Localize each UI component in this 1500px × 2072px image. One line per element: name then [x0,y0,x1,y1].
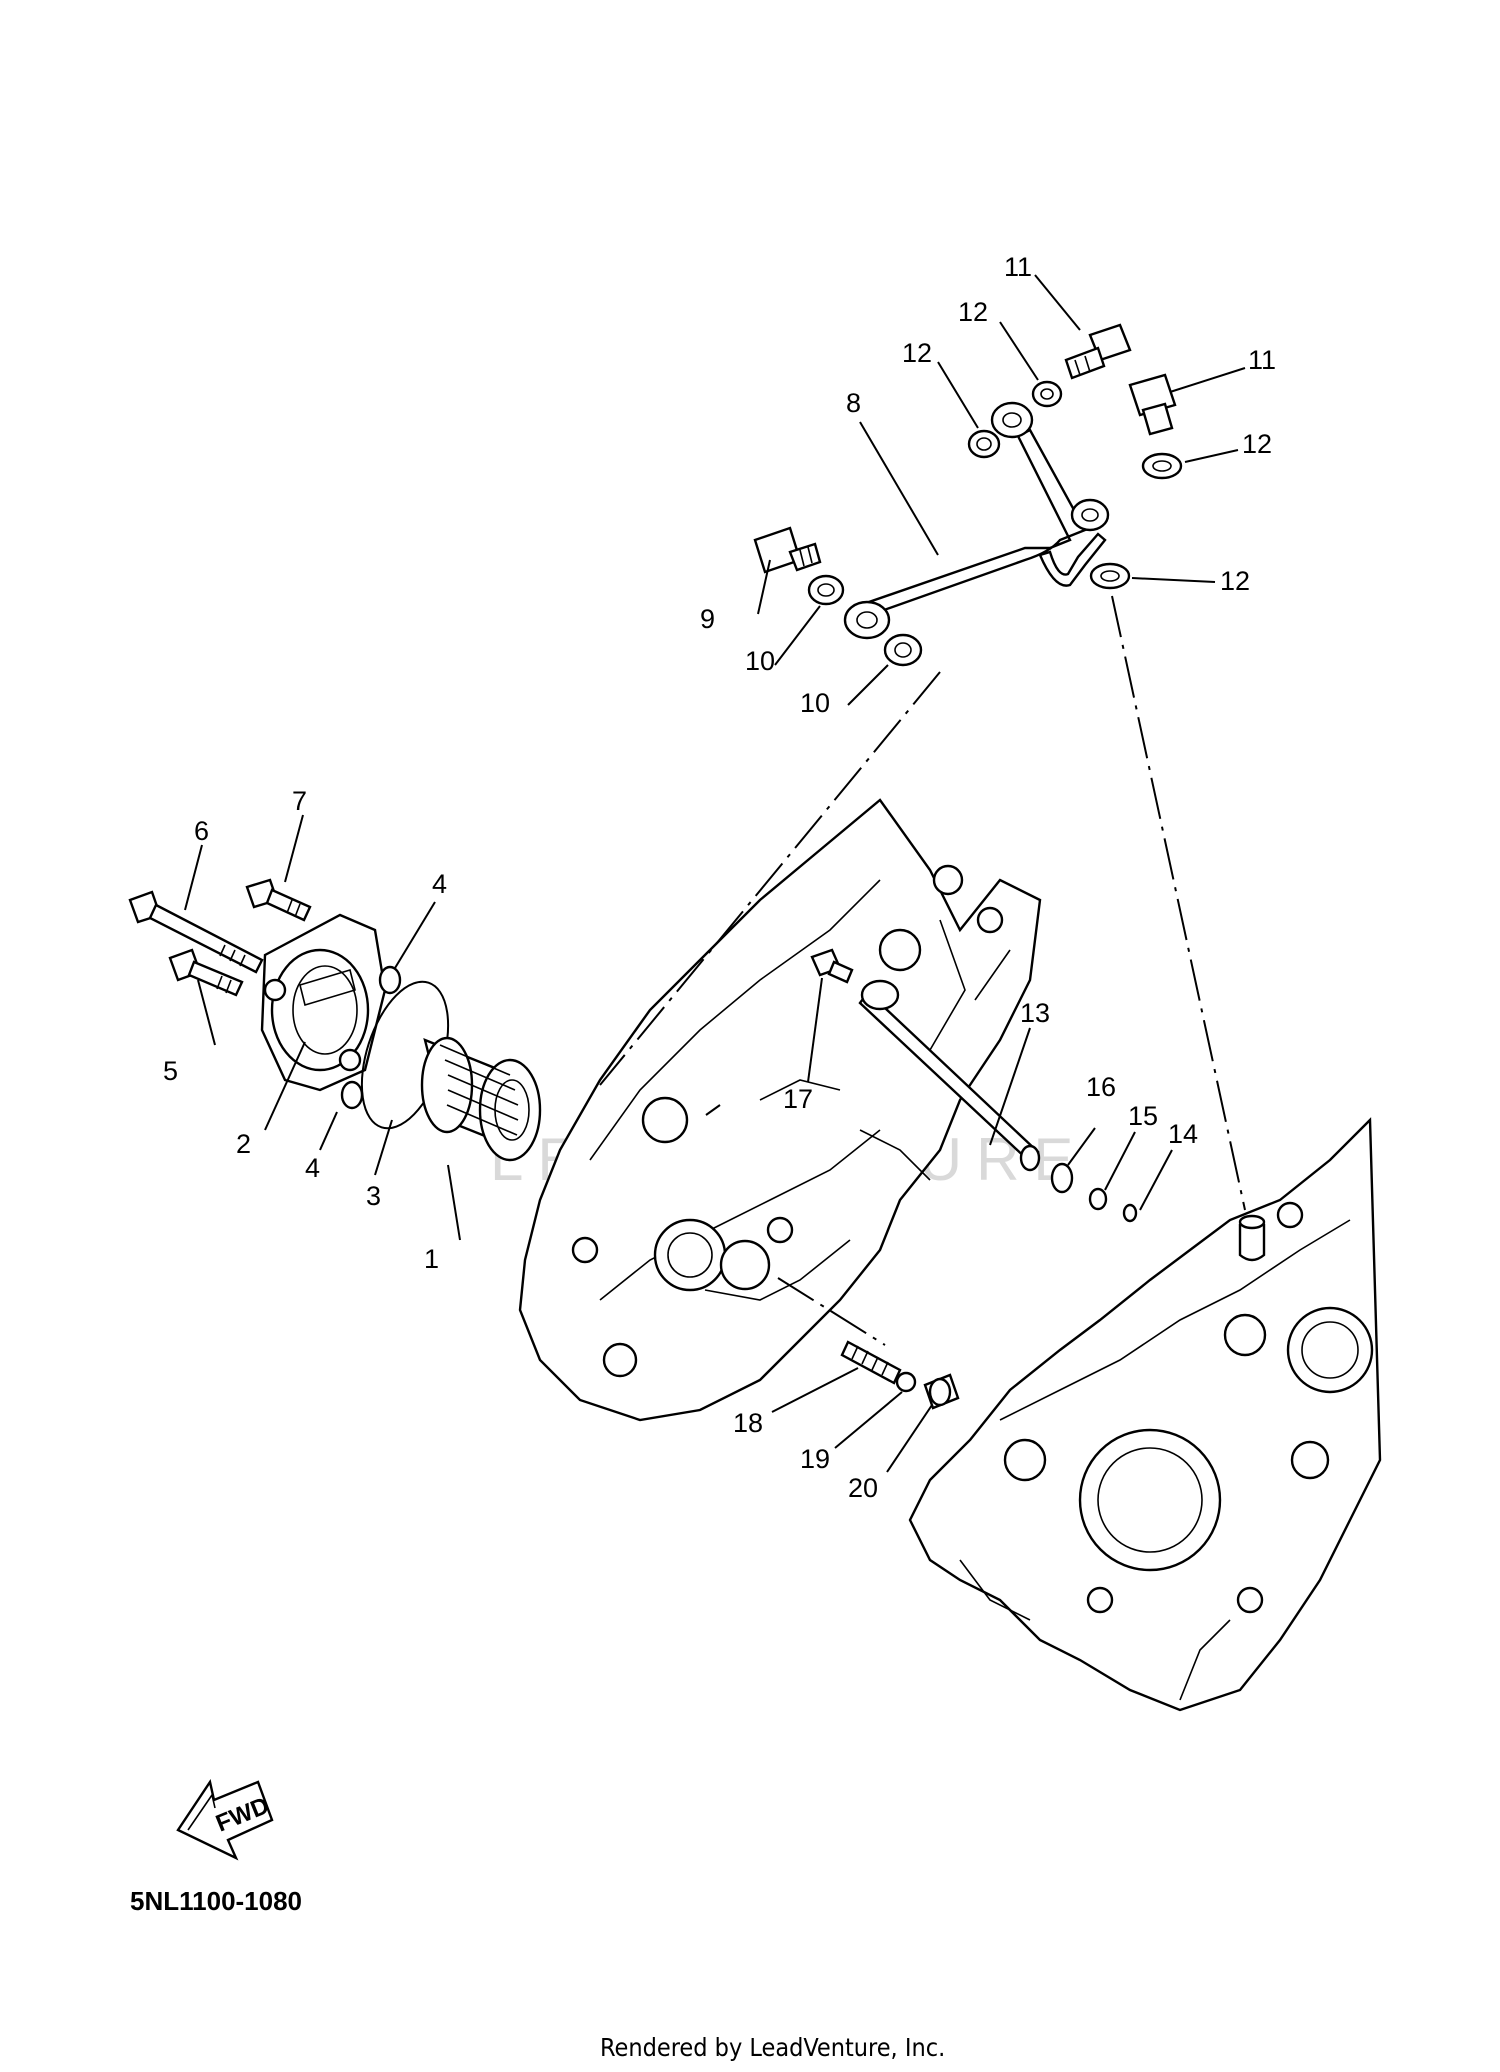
washer-12a [967,429,1001,459]
callout-14: 14 [1168,1119,1198,1149]
oil-delivery-pipe [843,401,1110,640]
callout-16: 16 [1086,1072,1116,1102]
alignment-lines [599,595,1246,1346]
fwd-arrow-icon: FWD [176,1778,274,1861]
washer-10a [807,574,845,606]
o-ring-16 [1050,1162,1074,1194]
callout-4b: 4 [305,1153,320,1183]
o-ring-4b [340,1080,364,1110]
callout-13: 13 [1020,998,1050,1028]
spring-18 [840,1340,902,1385]
callout-7: 7 [292,786,307,816]
callout-12d: 12 [1220,566,1250,596]
plug-20 [923,1373,960,1410]
o-ring-4a [378,965,402,995]
union-bolt-11a [1064,323,1132,380]
callout-9: 9 [700,604,715,634]
callout-12a: 12 [902,338,932,368]
diagram-code: 5NL1100-1080 [130,1886,302,1916]
callout-6: 6 [194,816,209,846]
callout-20: 20 [848,1473,878,1503]
union-bolt-9 [753,526,822,574]
callout-3: 3 [366,1181,381,1211]
bolt-6 [128,890,264,974]
washer-12c [1141,452,1183,480]
o-ring-15 [1088,1187,1108,1211]
callout-12b: 12 [958,297,988,327]
washer-10b [883,633,923,667]
washer-12d [1089,562,1131,590]
callout-5: 5 [163,1056,178,1086]
bolt-7 [245,878,312,922]
footer-credit: Rendered by LeadVenture, Inc. [600,2033,945,2062]
o-ring-14 [1122,1203,1138,1223]
oil-pipe-13 [858,979,1041,1172]
left-crankcase [518,798,1042,1422]
oil-filter-element-1 [420,1036,542,1162]
oil-filter-cover [260,913,387,1092]
callout-18: 18 [733,1408,763,1438]
bolt-17 [810,948,854,984]
ball-19 [895,1371,917,1393]
right-crankcase [908,1117,1382,1712]
bolt-5 [168,948,244,997]
callout-11a: 11 [1004,252,1032,282]
callout-10a: 10 [745,646,775,676]
callout-11b: 11 [1248,345,1276,375]
callout-17: 17 [783,1084,813,1114]
callout-12c: 12 [1242,429,1272,459]
callout-19: 19 [800,1444,830,1474]
callout-15: 15 [1128,1101,1158,1131]
callout-10b: 10 [800,688,830,718]
callout-1: 1 [424,1244,439,1274]
callouts: 1 2 3 4 4 5 6 7 8 9 10 10 11 11 12 12 12… [163,252,1276,1503]
union-bolt-11b [1128,373,1177,436]
callout-8: 8 [846,388,861,418]
leader-lines [184,274,1246,1473]
callout-2: 2 [236,1129,251,1159]
washer-12b [1031,380,1063,408]
callout-4a: 4 [432,869,447,899]
